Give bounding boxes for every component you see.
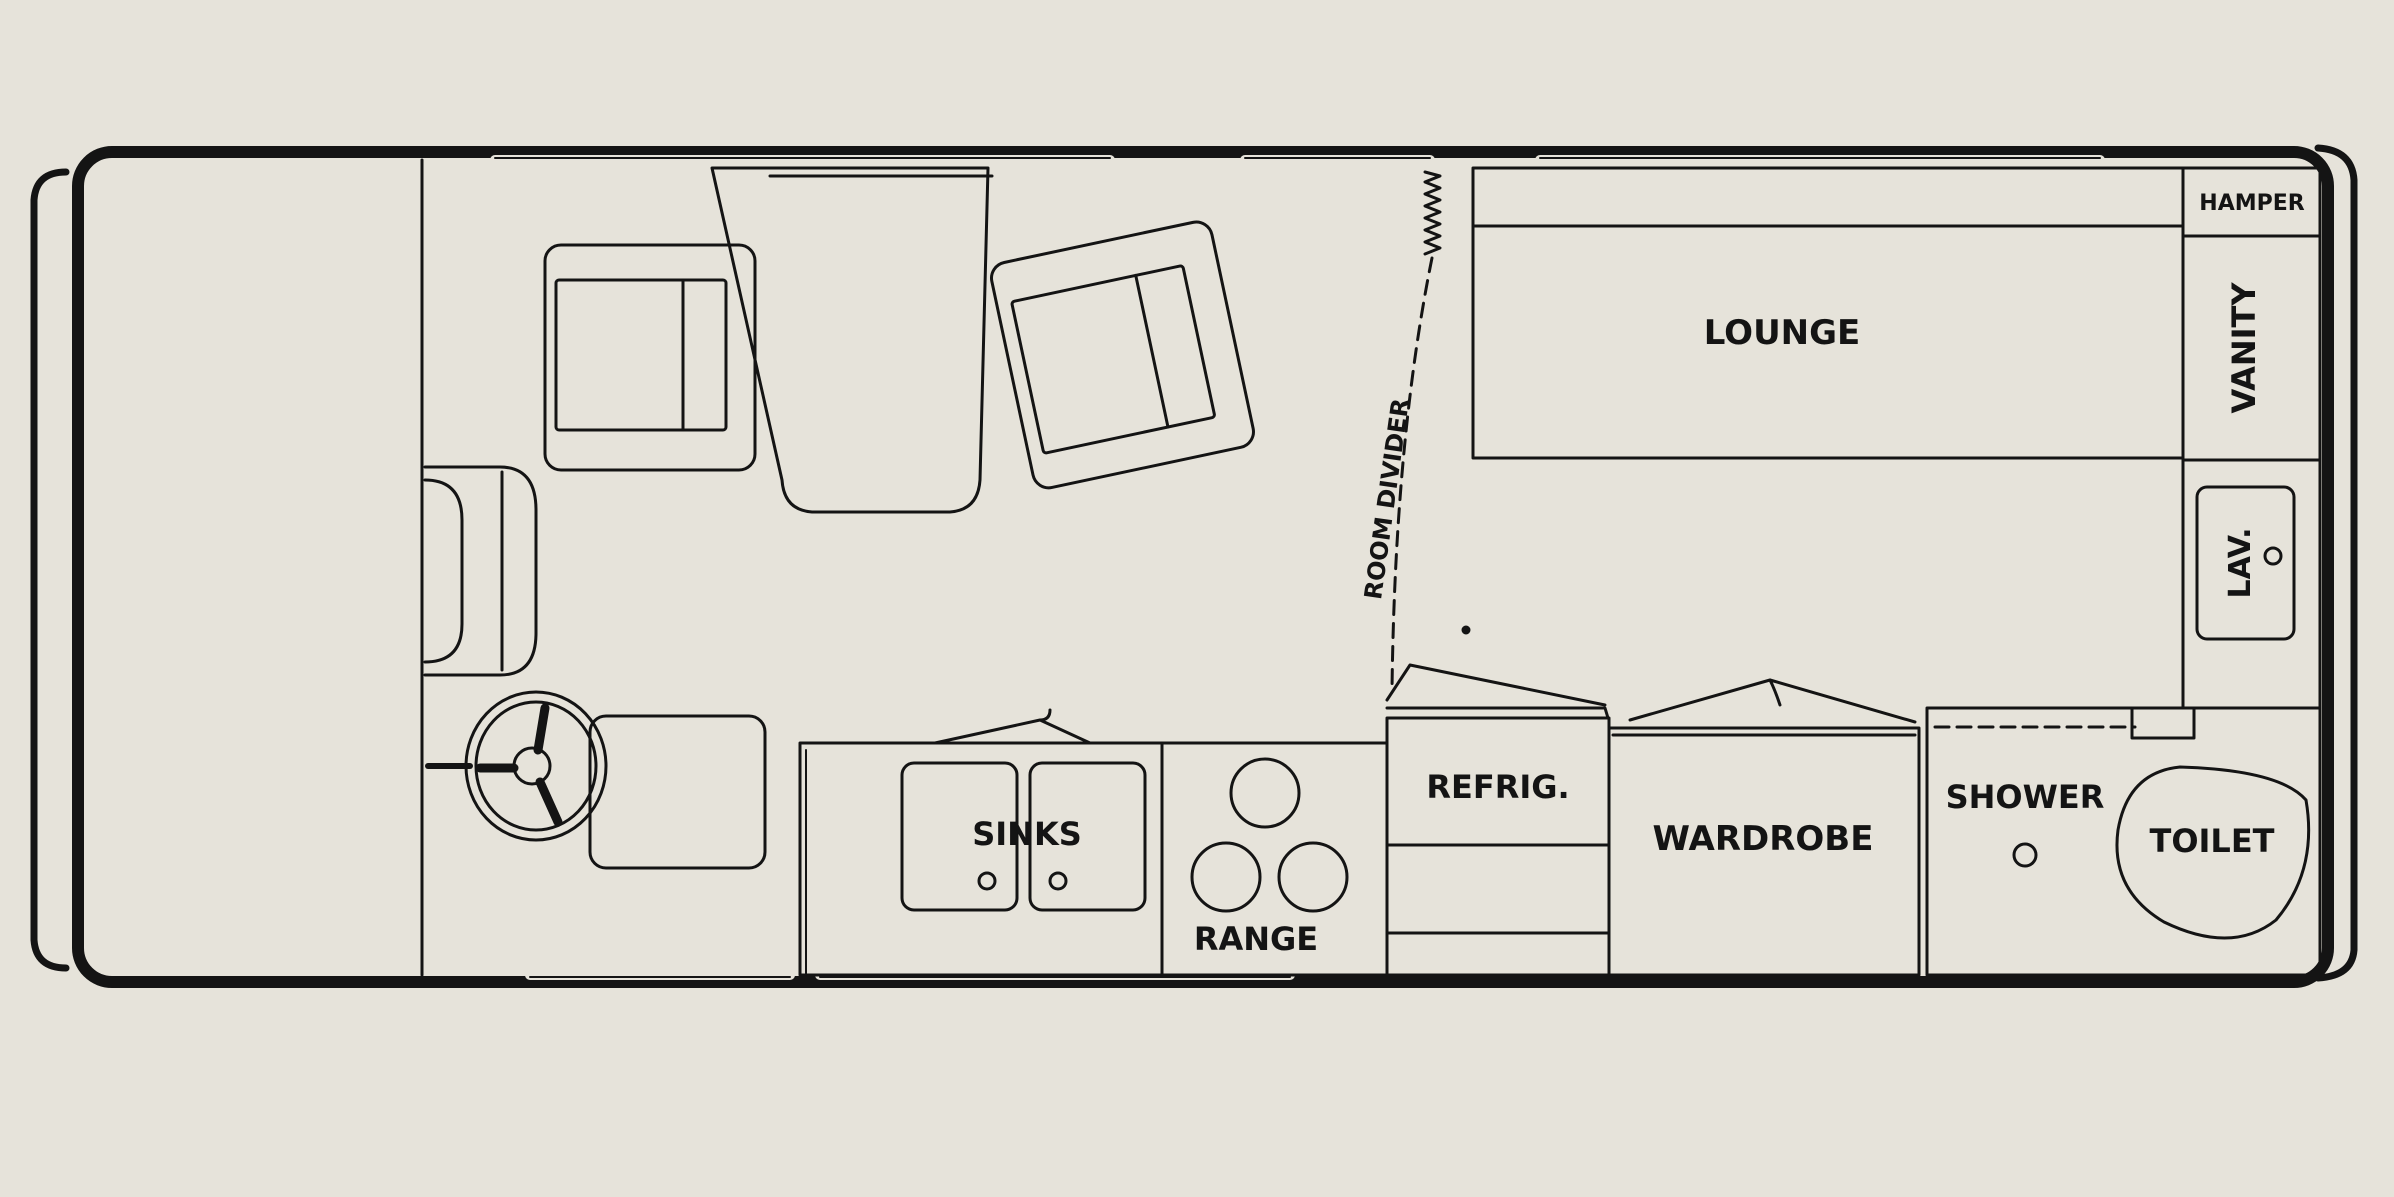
front-bumper <box>30 168 70 972</box>
armchair <box>543 243 757 472</box>
label-refrig: REFRIG. <box>1426 768 1569 806</box>
label-wardrobe: WARDROBE <box>1653 819 1874 859</box>
label-shower: SHOWER <box>1946 778 2105 816</box>
label-lounge: LOUNGE <box>1704 313 1861 353</box>
room-divider <box>1390 170 1442 692</box>
driver-seat <box>588 714 767 870</box>
sinks <box>900 761 1147 912</box>
vanity-unit <box>2181 166 2322 710</box>
bathroom <box>1925 706 2322 977</box>
faucet <box>933 708 1092 745</box>
passenger-seat <box>710 166 994 514</box>
steering-wheel <box>425 690 608 842</box>
range-burners <box>1190 757 1349 913</box>
rear-bumper <box>2314 144 2358 982</box>
jump-seat <box>423 465 538 677</box>
armchair <box>990 220 1255 490</box>
vehicle-outline <box>72 146 2334 988</box>
label-toilet: TOILET <box>2149 822 2274 860</box>
floor-mark <box>1461 625 1471 635</box>
label-sinks: SINKS <box>972 815 1082 853</box>
label-lav: LAV. <box>2223 527 2258 598</box>
wardrobe <box>1607 678 1921 977</box>
label-vanity: VANITY <box>2225 282 2263 414</box>
label-range: RANGE <box>1194 920 1318 958</box>
label-hamper: HAMPER <box>2199 191 2304 216</box>
